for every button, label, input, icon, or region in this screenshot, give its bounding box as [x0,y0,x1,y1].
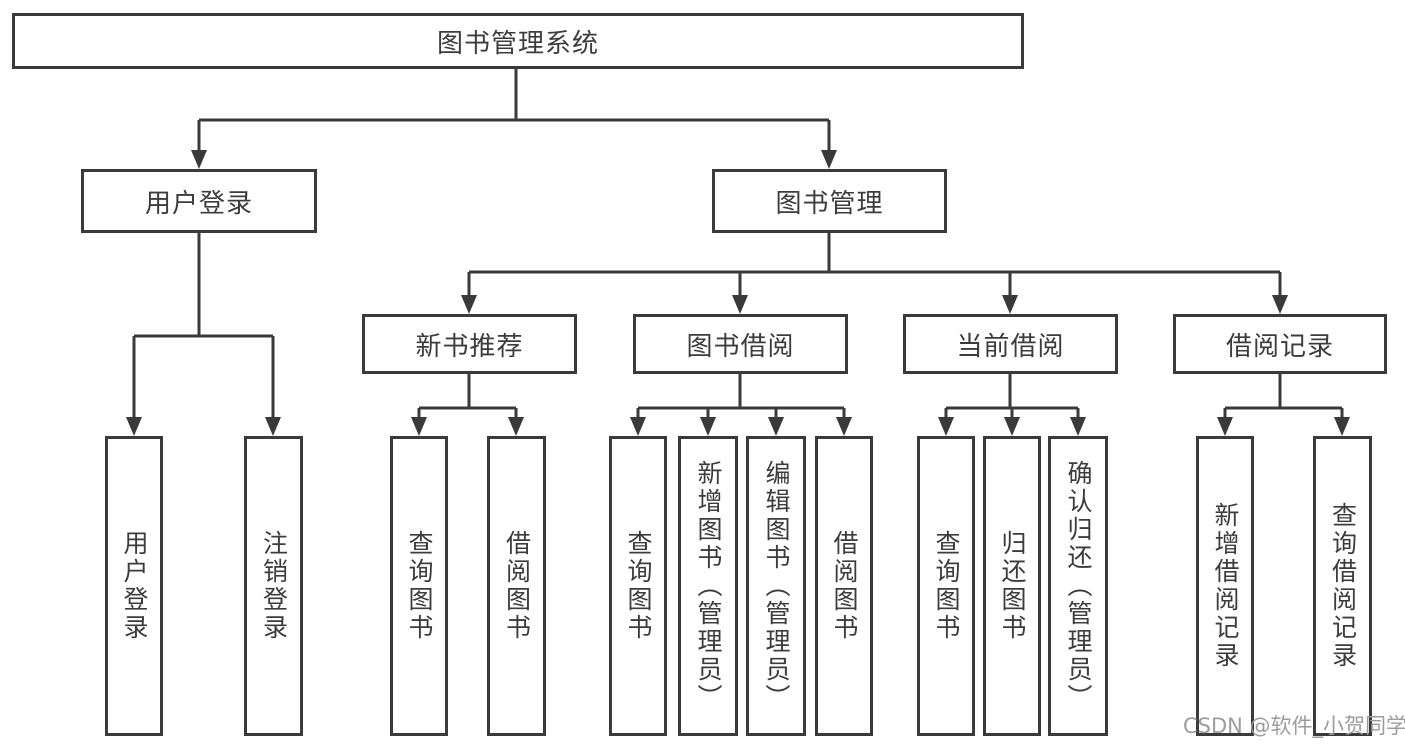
connector-current-borrow-to-leaves [938,374,1086,436]
node-current-borrow: 当前借阅 [903,314,1118,374]
node-book-borrow: 图书借阅 [633,314,848,374]
leaf-current-query-book-label: 查询图书 [932,530,961,642]
leaf-confirm-return-admin-label: 确认归还（管理员） [1064,460,1093,712]
leaf-edit-book-admin: 编辑图书（管理员） [746,436,806,736]
leaf-add-book-admin: 新增图书（管理员） [678,436,738,736]
leaf-confirm-return-admin: 确认归还（管理员） [1048,436,1108,736]
leaf-borrow-book-label: 借阅图书 [830,530,859,642]
leaf-add-borrow-record-label: 新增借阅记录 [1211,502,1240,670]
leaf-current-query-book: 查询图书 [917,436,975,736]
leaf-logout: 注销登录 [244,436,303,736]
leaf-query-borrow-record-label: 查询借阅记录 [1328,502,1358,670]
leaf-add-borrow-record: 新增借阅记录 [1196,436,1254,736]
leaf-recommend-query-book: 查询图书 [390,436,448,736]
node-root-label: 图书管理系统 [436,28,599,59]
watermark: CSDN @软件_小贺同学 [1183,714,1405,738]
leaf-add-book-admin-label: 新增图书（管理员） [694,460,723,712]
leaf-recommend-borrow-book: 借阅图书 [487,436,546,736]
node-user-login-label: 用户登录 [144,188,253,219]
node-book-management: 图书管理 [712,169,947,233]
leaf-query-borrow-record: 查询借阅记录 [1313,436,1372,736]
connector-user-login-to-leaves [126,233,281,436]
leaf-return-book: 归还图书 [983,436,1041,736]
node-current-borrow-label: 当前借阅 [956,331,1065,362]
connector-book-borrow-to-leaves [630,374,852,436]
leaf-recommend-borrow-book-label: 借阅图书 [502,530,532,642]
node-borrow-records: 借阅记录 [1173,314,1387,374]
leaf-edit-book-admin-label: 编辑图书（管理员） [762,460,791,712]
leaf-logout-label: 注销登录 [259,530,289,642]
connector-root-to-level2 [191,69,837,169]
connector-borrow-records-to-leaves [1217,374,1350,436]
node-root: 图书管理系统 [12,13,1024,69]
node-user-login: 用户登录 [81,169,317,233]
connector-new-book-to-leaves [411,374,524,436]
leaf-borrow-book: 借阅图书 [815,436,873,736]
leaf-borrow-query-book: 查询图书 [609,436,667,736]
node-book-management-label: 图书管理 [775,188,884,219]
node-new-book-recommend-label: 新书推荐 [415,331,524,362]
connector-book-mgmt-to-groups [461,233,1288,314]
leaf-user-login: 用户登录 [105,436,163,736]
leaf-borrow-query-book-label: 查询图书 [624,530,653,642]
leaf-recommend-query-book-label: 查询图书 [405,530,434,642]
leaf-return-book-label: 归还图书 [998,530,1027,642]
node-book-borrow-label: 图书借阅 [686,331,795,362]
node-borrow-records-label: 借阅记录 [1225,331,1334,362]
leaf-user-login-label: 用户登录 [120,530,149,642]
node-new-book-recommend: 新书推荐 [362,314,577,374]
